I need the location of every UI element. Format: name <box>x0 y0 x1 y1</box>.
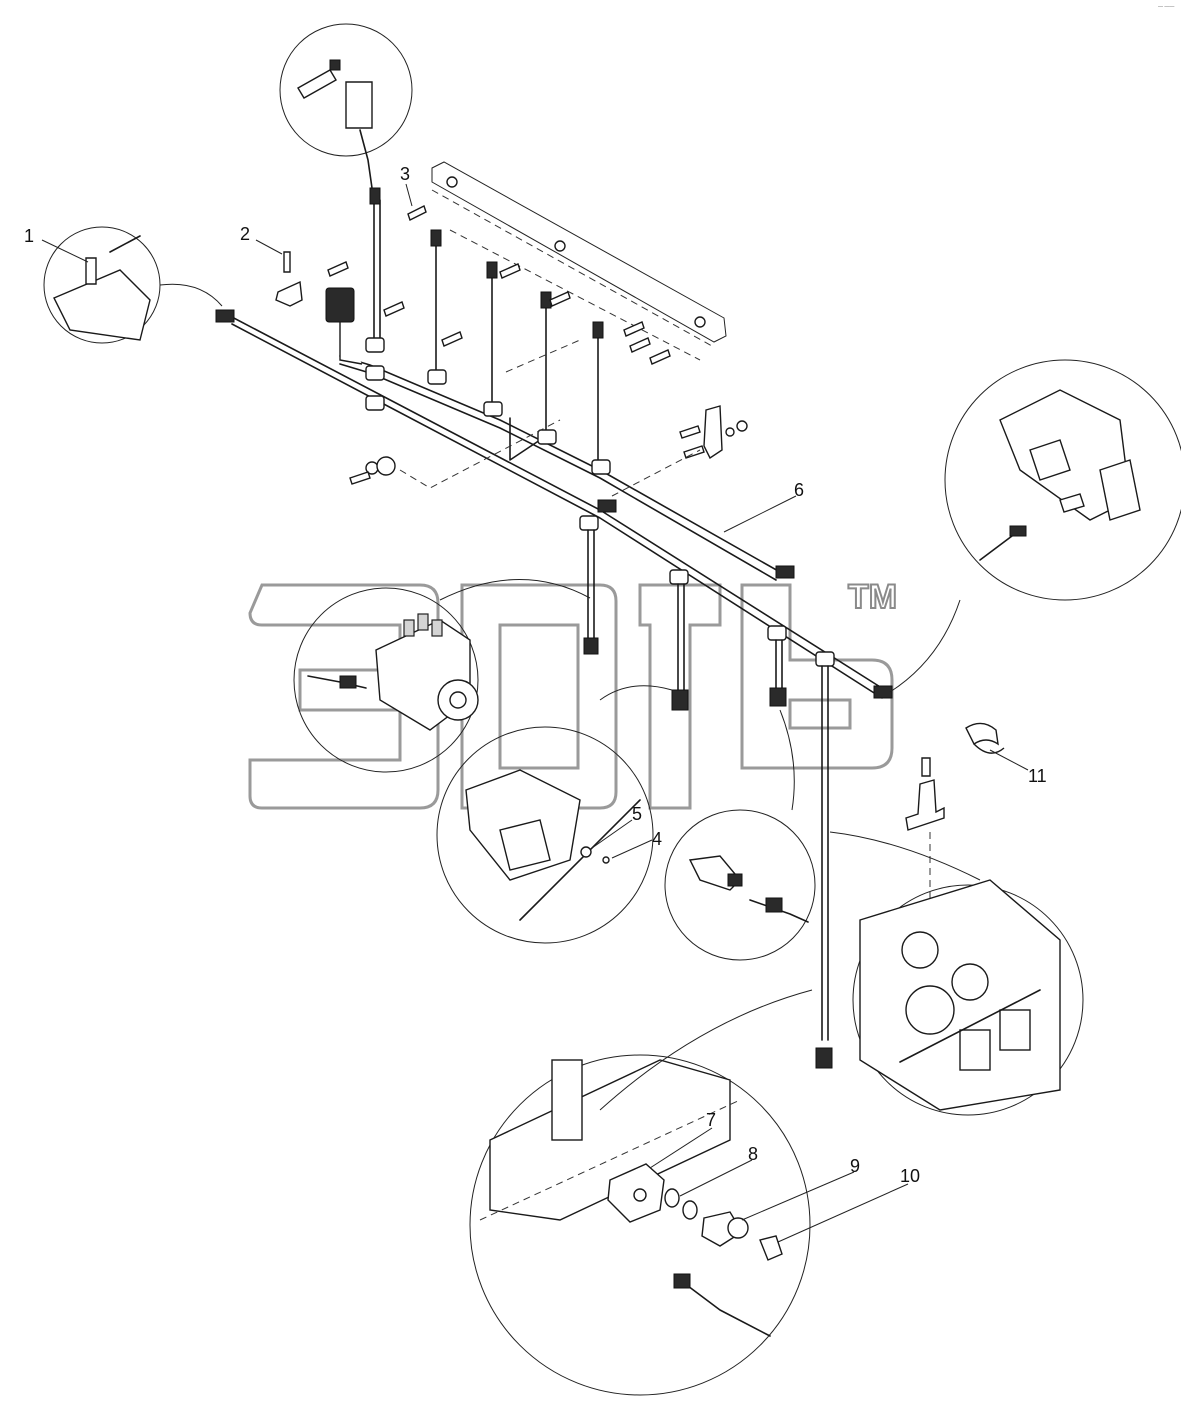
trademark-symbol: TM <box>848 578 897 616</box>
detail-circle-top <box>279 23 413 189</box>
callout-11: 11 <box>1028 766 1047 786</box>
corner-mark: — —— <box>1158 4 1174 10</box>
callout-4: 4 <box>652 829 662 849</box>
watermark-logo: TM <box>248 577 898 810</box>
harness-fasteners <box>275 205 748 497</box>
detail-circle-block <box>829 831 1084 1116</box>
callout-7: 7 <box>706 1110 716 1130</box>
detail-circle-bottom <box>469 989 813 1396</box>
injector-connectors <box>369 187 604 339</box>
callout-8: 8 <box>748 1144 758 1164</box>
callout-labels: 1 2 3 4 5 6 7 8 9 10 11 <box>24 164 1047 1186</box>
detail-circle-middle <box>436 685 673 944</box>
detail-circle-pump <box>293 579 591 773</box>
clip-11 <box>965 722 1005 754</box>
callout-3: 3 <box>400 164 410 184</box>
callout-leaders <box>41 183 1029 1243</box>
callout-9: 9 <box>850 1156 860 1176</box>
harness-junctions <box>365 337 835 667</box>
harness-right-connector <box>873 685 893 699</box>
callout-10: 10 <box>900 1166 920 1186</box>
bracket-near-block <box>905 757 945 930</box>
callout-5: 5 <box>632 804 642 824</box>
detail-circle-left <box>43 226 223 344</box>
detail-circle-sensor <box>664 709 816 961</box>
callout-6: 6 <box>794 480 804 500</box>
fuel-rail-outline <box>431 161 727 361</box>
harness-left-connector <box>215 309 235 323</box>
callout-1: 1 <box>24 226 34 246</box>
detail-circle-right <box>889 359 1181 693</box>
callout-2: 2 <box>240 224 250 244</box>
